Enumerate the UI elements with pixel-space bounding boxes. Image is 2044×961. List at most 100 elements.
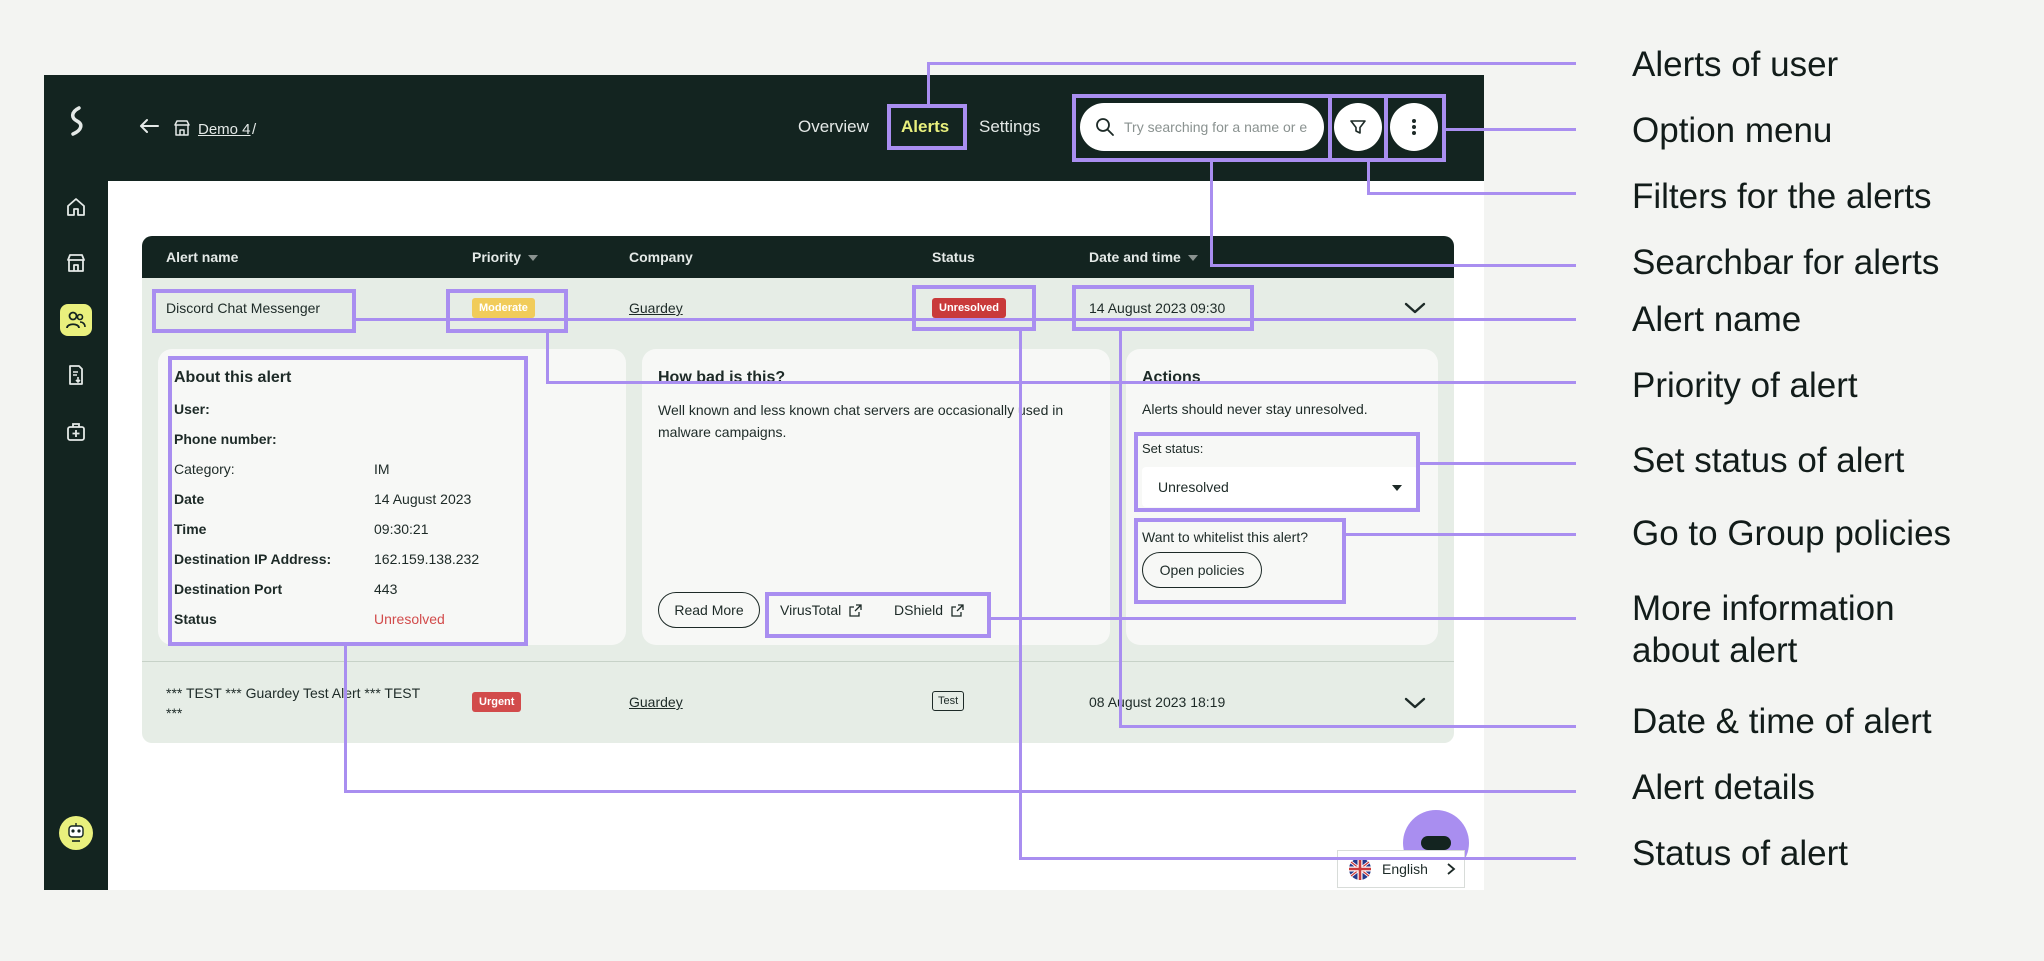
company-link[interactable]: Guardey bbox=[629, 300, 683, 316]
connector-line bbox=[1210, 160, 1213, 266]
chevron-up-icon[interactable] bbox=[1404, 301, 1426, 315]
connector-line bbox=[927, 62, 930, 106]
priority-badge: Moderate bbox=[472, 298, 535, 318]
chat-bubble-icon bbox=[1421, 836, 1451, 850]
highlight-searchbar bbox=[1072, 94, 1332, 162]
connector-line bbox=[1344, 533, 1576, 536]
external-link-icon bbox=[951, 603, 964, 617]
chevron-down-icon[interactable] bbox=[1404, 696, 1426, 710]
alert-name-continued: *** bbox=[166, 705, 183, 721]
back-arrow-icon[interactable] bbox=[138, 115, 160, 137]
alert-date-time: 14 August 2023 09:30 bbox=[1089, 300, 1226, 316]
search-input[interactable] bbox=[1124, 115, 1312, 139]
connector-line bbox=[989, 617, 1576, 620]
annotation-filters: Filters for the alerts bbox=[1632, 177, 1932, 216]
status-value: Unresolved bbox=[374, 611, 445, 627]
uk-flag-icon bbox=[1349, 858, 1371, 880]
annotation-option-menu: Option menu bbox=[1632, 111, 1833, 150]
dropdown-caret-icon bbox=[1392, 485, 1402, 491]
row-divider bbox=[142, 661, 1454, 662]
connector-line bbox=[1019, 329, 1022, 860]
connector-line bbox=[1367, 192, 1576, 195]
top-bar: Demo 4 / Overview Alerts Settings bbox=[108, 75, 1484, 181]
actions-card: Actions Alerts should never stay unresol… bbox=[1126, 349, 1438, 645]
connector-line bbox=[1019, 857, 1576, 860]
alert-date-time: 08 August 2023 18:19 bbox=[1089, 694, 1226, 710]
logo-icon bbox=[71, 106, 83, 136]
filter-button[interactable] bbox=[1334, 103, 1382, 151]
annotation-alerts-of-user: Alerts of user bbox=[1632, 45, 1839, 84]
highlight-priority bbox=[446, 289, 568, 333]
language-label: English bbox=[1382, 861, 1428, 877]
how-bad-title: How bad is this? bbox=[658, 369, 786, 386]
open-policies-button[interactable]: Open policies bbox=[1142, 552, 1262, 588]
search-bar[interactable] bbox=[1080, 103, 1324, 151]
field-label: Destination IP Address: bbox=[174, 551, 332, 567]
connector-line bbox=[344, 790, 1576, 793]
highlight-more-info bbox=[765, 592, 991, 638]
field-label: User: bbox=[174, 401, 210, 417]
field-value: IM bbox=[374, 461, 390, 477]
chevron-right-icon bbox=[1447, 863, 1456, 875]
first-aid-icon[interactable] bbox=[60, 416, 92, 448]
connector-line bbox=[546, 331, 549, 383]
connector-line bbox=[1119, 329, 1122, 728]
dshield-link[interactable]: DShield bbox=[894, 602, 964, 618]
field-label: Date bbox=[174, 491, 205, 507]
alert-name: Discord Chat Messenger bbox=[166, 300, 321, 316]
set-status-label: Set status: bbox=[1142, 441, 1204, 456]
connector-line bbox=[1119, 725, 1576, 728]
header-priority-label: Priority bbox=[472, 249, 522, 265]
company-link[interactable]: Guardey bbox=[629, 694, 683, 710]
annotation-alert-name: Alert name bbox=[1632, 300, 1802, 339]
header-priority[interactable]: Priority bbox=[472, 249, 539, 265]
highlight-option-menu bbox=[1384, 94, 1446, 162]
whitelist-label: Want to whitelist this alert? bbox=[1142, 529, 1308, 545]
header-status: Status bbox=[932, 249, 975, 265]
status-select-value: Unresolved bbox=[1158, 479, 1229, 495]
tab-settings[interactable]: Settings bbox=[979, 117, 1041, 136]
breadcrumb-link[interactable]: Demo 4 bbox=[198, 121, 251, 138]
annotation-alert-details: Alert details bbox=[1632, 768, 1815, 807]
options-menu-button[interactable] bbox=[1390, 103, 1438, 151]
highlight-group-policies bbox=[1134, 518, 1346, 604]
status-badge: Test bbox=[932, 691, 965, 711]
highlight-alert-name bbox=[152, 289, 356, 333]
status-select[interactable]: Unresolved bbox=[1142, 467, 1418, 507]
highlight-alert-details bbox=[168, 356, 528, 646]
annotation-more-info-line2: about alert bbox=[1632, 631, 1798, 670]
about-title: About this alert bbox=[174, 369, 292, 386]
annotation-status: Status of alert bbox=[1632, 834, 1848, 873]
annotation-priority: Priority of alert bbox=[1632, 366, 1858, 405]
highlight-filter bbox=[1328, 94, 1388, 162]
external-link-icon bbox=[849, 603, 862, 617]
highlight-date-time bbox=[1072, 285, 1254, 331]
annotation-date-time: Date & time of alert bbox=[1632, 702, 1932, 741]
sort-caret-icon bbox=[1187, 255, 1198, 262]
users-icon[interactable] bbox=[60, 304, 92, 336]
header-alert-name: Alert name bbox=[166, 249, 239, 265]
field-label: Destination Port bbox=[174, 581, 283, 597]
virustotal-link[interactable]: VirusTotal bbox=[780, 602, 862, 618]
tab-overview[interactable]: Overview bbox=[798, 117, 869, 136]
virustotal-label: VirusTotal bbox=[780, 602, 842, 618]
store-icon[interactable] bbox=[60, 247, 92, 279]
tab-alerts[interactable]: Alerts bbox=[901, 117, 950, 136]
header-date-time[interactable]: Date and time bbox=[1089, 249, 1198, 265]
field-label: Phone number: bbox=[174, 431, 277, 447]
header-date-time-label: Date and time bbox=[1089, 249, 1181, 265]
avatar[interactable] bbox=[59, 816, 93, 850]
app-window: Demo 4 / Overview Alerts Settings Alert … bbox=[44, 75, 1484, 890]
actions-title: Actions bbox=[1142, 369, 1201, 386]
connector-line bbox=[1444, 128, 1576, 131]
field-value: 443 bbox=[374, 581, 398, 597]
field-value: 09:30:21 bbox=[374, 521, 429, 537]
language-selector[interactable]: English bbox=[1337, 850, 1465, 888]
read-more-button[interactable]: Read More bbox=[658, 592, 760, 628]
connector-line bbox=[1210, 264, 1576, 267]
report-download-icon[interactable] bbox=[60, 359, 92, 391]
dshield-label: DShield bbox=[894, 602, 944, 618]
highlight-alerts-tab bbox=[887, 104, 967, 150]
home-icon[interactable] bbox=[60, 191, 92, 223]
field-label: Time bbox=[174, 521, 207, 537]
